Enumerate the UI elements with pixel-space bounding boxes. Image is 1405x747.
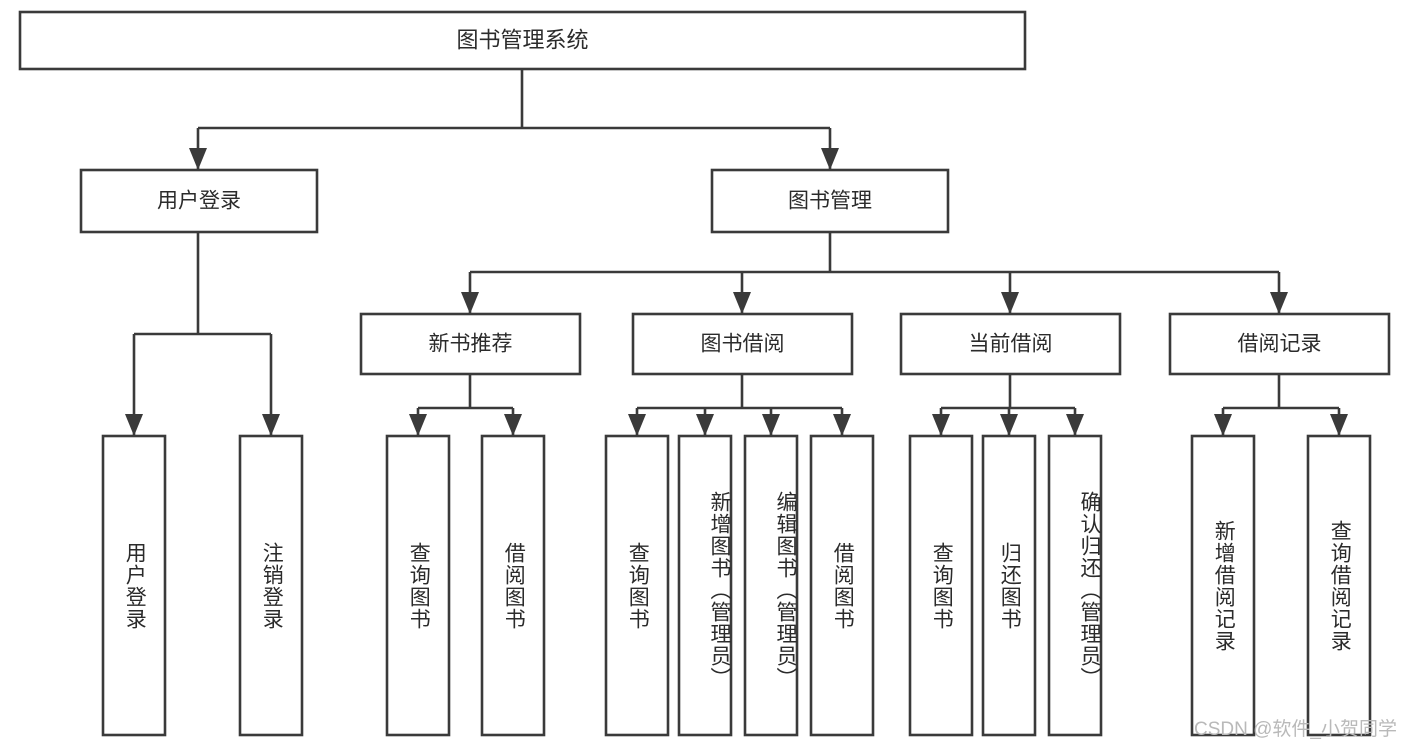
node-box-leaf-add-record[interactable] xyxy=(1190,434,1256,737)
arrow-head-icon xyxy=(189,148,207,170)
arrow-head-icon xyxy=(821,148,839,170)
node-box-leaf-query-record[interactable] xyxy=(1306,434,1372,737)
arrow-head-icon xyxy=(461,292,479,314)
node-box-borrow-record[interactable] xyxy=(1168,312,1391,376)
arrow-head-icon xyxy=(504,414,522,436)
node-box-book-manage[interactable] xyxy=(710,168,950,234)
arrow-head-icon xyxy=(125,414,143,436)
node-box-leaf-query-book-3[interactable] xyxy=(908,434,974,737)
node-label-current-borrow: 当前借阅 xyxy=(969,333,1053,356)
node-label-borrow-record: 借阅记录 xyxy=(1238,333,1322,356)
node-label-root: 图书管理系统 xyxy=(456,27,588,52)
arrow-head-icon xyxy=(696,414,714,436)
node-box-user-login[interactable] xyxy=(79,168,319,234)
node-label-new-book-recommend: 新书推荐 xyxy=(429,333,513,356)
node-box-leaf-logout[interactable] xyxy=(238,434,304,737)
node-box-new-book-recommend[interactable] xyxy=(359,312,582,376)
csdn-watermark: CSDN @软件_小贺同学 xyxy=(1194,719,1397,740)
arrow-head-icon xyxy=(628,414,646,436)
node-box-leaf-query-book-2[interactable] xyxy=(604,434,670,737)
node-box-leaf-add-book[interactable] xyxy=(677,434,733,737)
node-box-leaf-return-book[interactable] xyxy=(981,434,1037,737)
node-box-leaf-borrow-book-2[interactable] xyxy=(809,434,875,737)
arrow-head-icon xyxy=(1330,414,1348,436)
arrow-head-icon xyxy=(733,292,751,314)
arrow-head-icon xyxy=(932,414,950,436)
arrow-head-icon xyxy=(1270,292,1288,314)
node-box-leaf-user-login[interactable] xyxy=(101,434,167,737)
node-box-leaf-borrow-book-1[interactable] xyxy=(480,434,546,737)
node-box-current-borrow[interactable] xyxy=(899,312,1122,376)
node-label-user-login: 用户登录 xyxy=(157,190,241,213)
node-box-leaf-edit-book[interactable] xyxy=(743,434,799,737)
node-box-book-borrow[interactable] xyxy=(631,312,854,376)
arrow-head-icon xyxy=(1000,414,1018,436)
node-box-root[interactable] xyxy=(18,10,1027,71)
arrow-head-icon xyxy=(1214,414,1232,436)
arrow-head-icon xyxy=(762,414,780,436)
node-label-book-borrow: 图书借阅 xyxy=(701,333,785,356)
connector-lines xyxy=(125,69,1348,436)
node-box-leaf-query-book-1[interactable] xyxy=(385,434,451,737)
arrow-head-icon xyxy=(1066,414,1084,436)
arrow-head-icon xyxy=(262,414,280,436)
arrow-head-icon xyxy=(409,414,427,436)
node-label-book-manage: 图书管理 xyxy=(788,190,872,213)
node-box-leaf-confirm-return[interactable] xyxy=(1047,434,1103,737)
arrow-head-icon xyxy=(1001,292,1019,314)
arrow-head-icon xyxy=(833,414,851,436)
node-boxes xyxy=(18,10,1391,737)
